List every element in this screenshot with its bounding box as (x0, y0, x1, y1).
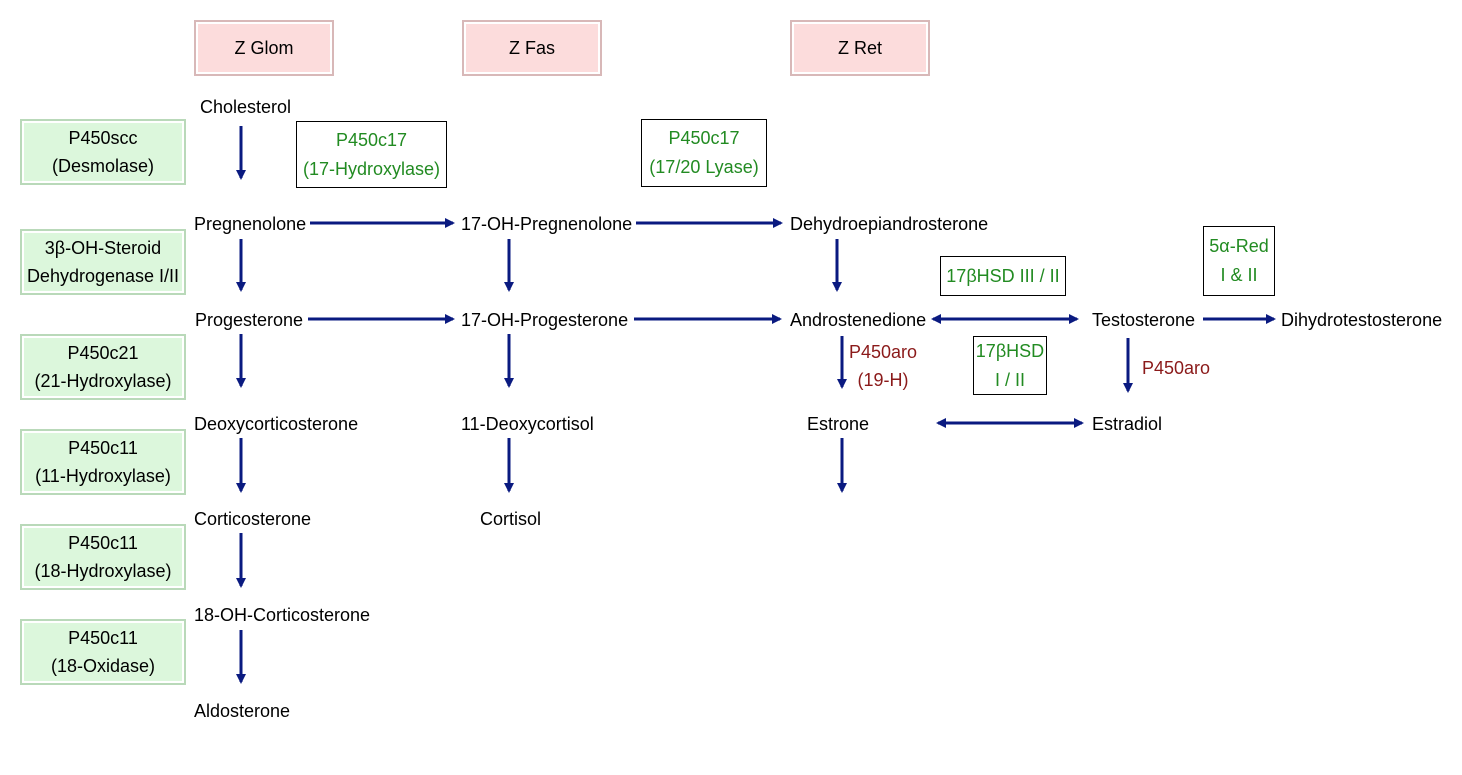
enzyme-name: 17βHSD (975, 340, 1045, 361)
compound-dhea: Dehydroepiandrosterone (790, 214, 989, 234)
enzyme-desc: I / II (994, 369, 1025, 390)
enzyme-desc: (11-Hydroxylase) (35, 466, 171, 486)
enzyme-desc: (18-Oxidase) (50, 656, 156, 676)
enzyme-name: P450c11 (68, 533, 138, 553)
aromatase-name: P450aro (1142, 358, 1211, 378)
compound-18oh-corticosterone: 18-OH-Corticosterone (194, 605, 371, 625)
zone-label: Z Glom (234, 37, 294, 58)
compound-androstenedione: Androstenedione (790, 310, 927, 330)
aromatase-desc: (19-H) (857, 370, 909, 390)
enzyme-name: P450scc (68, 128, 138, 148)
enzyme-17bhsd-1-2: 17βHSD I / II (973, 336, 1047, 395)
compound-dihydrotestosterone: Dihydrotestosterone (1281, 310, 1443, 330)
enzyme-name: P450c11 (68, 438, 138, 458)
compound-estradiol: Estradiol (1092, 414, 1163, 434)
enzyme-name: P450c11 (68, 628, 138, 648)
enzyme-p450c11-11h: P450c11 (11-Hydroxylase) (20, 429, 186, 495)
zone-reticularis: Z Ret (790, 20, 930, 76)
compound-cholesterol: Cholesterol (200, 97, 292, 117)
compound-17oh-progesterone: 17-OH-Progesterone (461, 310, 629, 330)
compound-aldosterone: Aldosterone (194, 701, 291, 721)
aromatase-name: P450aro (849, 342, 918, 362)
compound-corticosterone: Corticosterone (194, 509, 312, 529)
enzyme-name: 5α-Red (1209, 236, 1269, 256)
compound-11-deoxycortisol: 11-Deoxycortisol (461, 414, 594, 434)
enzyme-desc: I & II (1220, 265, 1258, 285)
compound-testosterone: Testosterone (1092, 310, 1196, 330)
aromatase-label-androstenedione: P450aro (19-H) (849, 338, 917, 394)
compound-estrone: Estrone (807, 414, 870, 434)
compound-cortisol: Cortisol (480, 509, 542, 529)
enzyme-desc: (21-Hydroxylase) (34, 371, 172, 391)
zone-glomerulosa: Z Glom (194, 20, 334, 76)
enzyme-name: P450c17 (668, 128, 740, 148)
enzyme-17bhsd-3-2: 17βHSD III / II (940, 256, 1066, 296)
aromatase-label-testosterone: P450aro (1142, 354, 1210, 382)
enzyme-desc: (Desmolase) (51, 156, 155, 176)
zone-label: Z Fas (508, 37, 555, 58)
enzyme-desc: (17-Hydroxylase) (302, 158, 441, 179)
enzyme-p450c17-lyase: P450c17 (17/20 Lyase) (641, 119, 767, 187)
compound-progesterone: Progesterone (195, 310, 304, 330)
enzyme-desc: (18-Hydroxylase) (34, 561, 172, 581)
enzyme-name: 3β-OH-Steroid (44, 238, 162, 258)
zone-fasciculata: Z Fas (462, 20, 602, 76)
enzyme-3b-hsd: 3β-OH-Steroid Dehydrogenase I/II (20, 229, 186, 295)
enzyme-p450scc: P450scc (Desmolase) (20, 119, 186, 185)
enzyme-p450c21: P450c21 (21-Hydroxylase) (20, 334, 186, 400)
enzyme-name: P450c21 (67, 343, 139, 363)
enzyme-5a-reductase: 5α-Red I & II (1203, 226, 1275, 296)
enzyme-desc: Dehydrogenase I/II (26, 266, 180, 286)
enzyme-p450c17-hydroxylase: P450c17 (17-Hydroxylase) (296, 121, 447, 188)
zone-label: Z Ret (837, 37, 882, 58)
enzyme-p450c11-18o: P450c11 (18-Oxidase) (20, 619, 186, 685)
enzyme-name: 17βHSD III / II (946, 265, 1060, 286)
enzyme-name: P450c17 (335, 129, 408, 150)
enzyme-desc: (17/20 Lyase) (649, 157, 759, 177)
compound-17oh-pregnenolone: 17-OH-Pregnenolone (461, 214, 633, 234)
compound-deoxycorticosterone: Deoxycorticosterone (194, 414, 359, 434)
enzyme-p450c11-18h: P450c11 (18-Hydroxylase) (20, 524, 186, 590)
compound-pregnenolone: Pregnenolone (194, 214, 307, 234)
